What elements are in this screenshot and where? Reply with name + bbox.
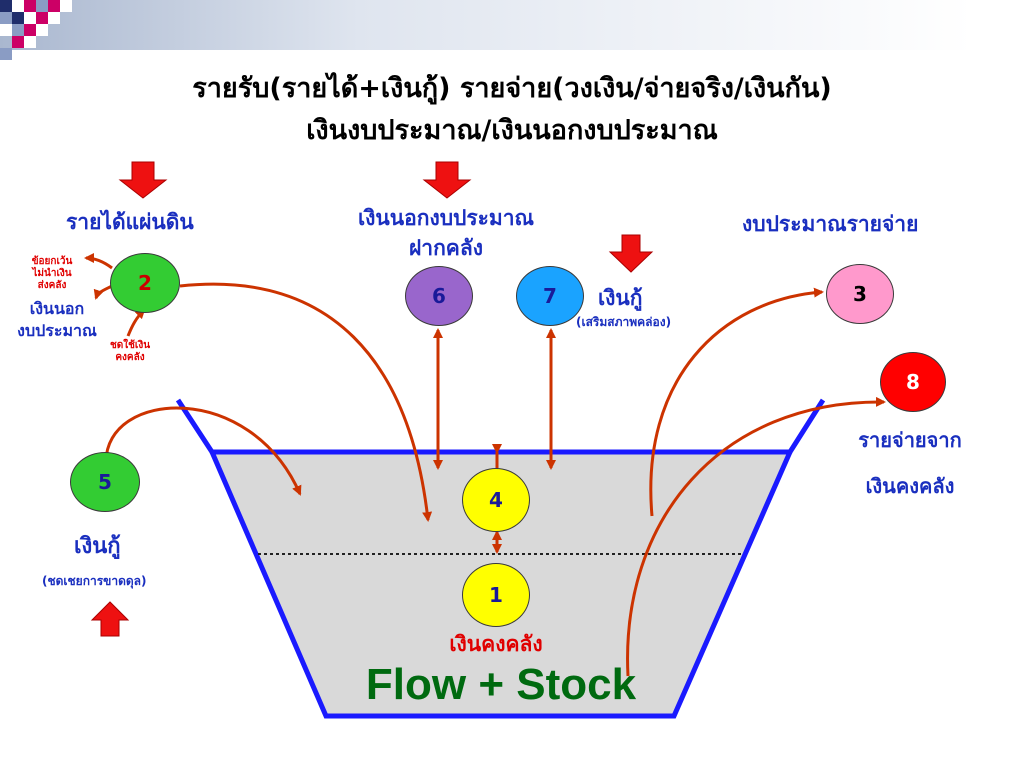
node-6: 6 xyxy=(405,266,473,326)
label-loan-left-note: (ชดเชยการขาดดุล) xyxy=(42,574,147,588)
title-line-2: เงินงบประมาณ/เงินนอกงบประมาณ xyxy=(306,115,718,146)
label-off-budget-left: เงินนอก งบประมาณ xyxy=(17,299,97,340)
label-expenditure-from-2: เงินคงคลัง xyxy=(865,474,955,498)
down-arrow-off-budget xyxy=(422,161,472,199)
arrow-2-to-bucket xyxy=(179,282,433,522)
bucket-body xyxy=(209,450,793,719)
header-band xyxy=(0,0,1024,50)
node-8: 8 xyxy=(880,352,946,412)
node-1: 1 xyxy=(462,563,530,627)
label-treasury-balance: เงินคงคลัง xyxy=(449,632,543,656)
label-budget-expenditure: งบประมาณรายจ่าย xyxy=(742,212,919,236)
arrow-bucket-to-3 xyxy=(649,287,824,517)
node-2: 2 xyxy=(110,253,180,313)
label-expenditure-from-1: รายจ่ายจาก xyxy=(858,428,962,452)
arrow-reimburse-2 xyxy=(126,308,146,337)
down-arrow-loan-top xyxy=(608,234,654,273)
label-loan-top: เงินกู้ xyxy=(598,286,643,310)
label-loan-left: เงินกู้ xyxy=(74,534,121,559)
label-off-budget: เงินนอกงบประมาณ xyxy=(357,206,535,230)
arrow-5-to-bucket xyxy=(104,406,302,496)
arrow-stock-to-8 xyxy=(626,396,886,677)
node-3: 3 xyxy=(826,264,894,324)
up-arrow-loan-left xyxy=(90,601,130,637)
node-7: 7 xyxy=(516,266,584,326)
label-flow-stock: Flow + Stock xyxy=(365,660,637,709)
corner-decoration xyxy=(0,0,90,60)
label-exempt-note: ข้อยกเว้น ไม่นำเงิน ส่งคลัง xyxy=(31,256,73,291)
arrow-2-exempt xyxy=(84,253,113,270)
down-arrow-revenue xyxy=(118,161,168,199)
label-reimburse: ชดใช้เงิน คงคลัง xyxy=(109,340,151,363)
bucket-outline xyxy=(175,398,826,455)
node-4: 4 xyxy=(462,468,530,532)
label-national-revenue: รายได้แผ่นดิน xyxy=(66,210,194,234)
node-5: 5 xyxy=(70,452,140,512)
title-line-1: รายรับ(รายได้+เงินกู้) รายจ่าย(วงเงิน/จ่… xyxy=(192,73,832,104)
label-treasury-deposit: ฝากคลัง xyxy=(409,236,483,260)
label-loan-top-note: (เสริมสภาพคล่อง) xyxy=(576,315,672,329)
